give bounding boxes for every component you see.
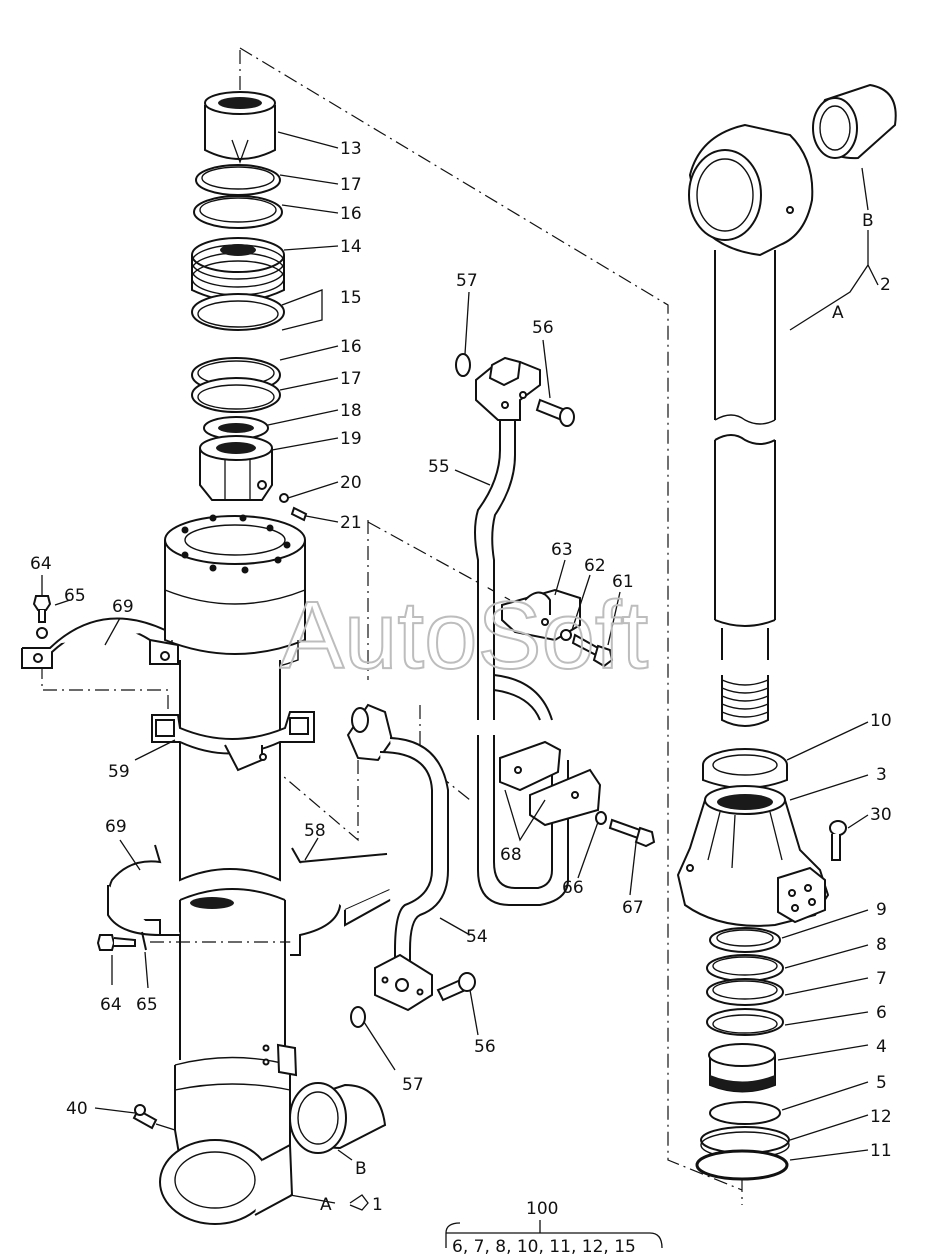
part-2-piston-rod — [688, 123, 814, 727]
part-65-washer-lower — [141, 931, 147, 951]
kit-contents: 6, 7, 8, 10, 11, 12, 15 — [452, 1237, 636, 1257]
part-19-nut — [199, 435, 273, 501]
callout-56: 56 — [532, 318, 554, 338]
part-3-rod-head — [676, 785, 830, 927]
leader-lines — [41, 131, 879, 1249]
part-66-washer — [595, 811, 607, 825]
part-65-washer-top — [36, 627, 48, 639]
callout-B: B — [355, 1159, 367, 1179]
callout-21: 21 — [340, 513, 362, 533]
part-13-bushing — [204, 91, 276, 164]
callout-55: 55 — [428, 457, 450, 477]
part-64-bolt-top — [32, 595, 52, 623]
callout-16: 16 — [340, 204, 362, 224]
part-4-bushing — [708, 1043, 776, 1093]
watermark: AutoSoft — [280, 582, 648, 689]
callout-18: 18 — [340, 401, 362, 421]
callout-19: 19 — [340, 429, 362, 449]
part-62-washer — [560, 629, 572, 641]
callout-A: A — [320, 1195, 332, 1215]
part-8-ring — [706, 954, 784, 982]
part-59-clamp — [151, 711, 315, 772]
part-64-bolt-lower — [96, 934, 136, 951]
callout-1: 1 — [372, 1195, 383, 1215]
part-56-bolt-lower — [436, 972, 476, 1002]
part-20-ball — [279, 493, 289, 503]
part-16-ring-top — [193, 195, 283, 229]
callout-62: 62 — [584, 556, 606, 576]
part-10-ring — [702, 748, 788, 789]
callout-13: 13 — [340, 139, 362, 159]
part-21-set-screw — [290, 506, 308, 522]
part-2-bushing — [812, 83, 897, 160]
callout-56: 56 — [474, 1037, 496, 1057]
callout-65: 65 — [136, 995, 158, 1015]
part-17-ring-top — [195, 164, 281, 196]
callout-64: 64 — [30, 554, 52, 574]
part-14-piston — [191, 237, 285, 302]
part-54-pipe — [346, 703, 449, 1012]
callout-58: 58 — [304, 821, 326, 841]
part-40-grease-fitting — [132, 1104, 176, 1131]
callout-54: 54 — [466, 927, 488, 947]
callout-B: B — [862, 211, 874, 231]
callout-9: 9 — [876, 900, 887, 920]
callout-17: 17 — [340, 369, 362, 389]
part-57-oring-lower — [350, 1006, 366, 1028]
callout-17: 17 — [340, 175, 362, 195]
part-57-oring-upper — [455, 353, 471, 377]
callout-20: 20 — [340, 473, 362, 493]
callout-63: 63 — [551, 540, 573, 560]
part-30-bolt — [829, 820, 847, 861]
callout-5: 5 — [876, 1073, 887, 1093]
part-11-ring — [695, 1149, 789, 1181]
callout-61: 61 — [612, 572, 634, 592]
callout-15: 15 — [340, 288, 362, 308]
callout-A: A — [832, 303, 844, 323]
callout-30: 30 — [870, 805, 892, 825]
callout-16: 16 — [340, 337, 362, 357]
callout-12: 12 — [870, 1107, 892, 1127]
callout-40: 40 — [66, 1099, 88, 1119]
callout-68: 68 — [500, 845, 522, 865]
part-17-ring-lower — [191, 377, 281, 413]
callout-59: 59 — [108, 762, 130, 782]
callout-4: 4 — [876, 1037, 887, 1057]
callout-69: 69 — [112, 597, 134, 617]
callout-11: 11 — [870, 1141, 892, 1161]
part-56-bolt-upper — [535, 398, 575, 427]
part-5-ring — [709, 1101, 781, 1125]
lower-band-clamp — [107, 844, 414, 956]
part-68-clamp — [499, 740, 602, 827]
part-12-ring — [700, 1126, 790, 1154]
callout-7: 7 — [876, 969, 887, 989]
callout-14: 14 — [340, 237, 362, 257]
part-7-ring — [706, 978, 784, 1006]
callout-69: 69 — [105, 817, 127, 837]
part-61-bolt — [571, 633, 614, 668]
part-6-ring — [706, 1008, 784, 1036]
callout-57: 57 — [402, 1075, 424, 1095]
part-63-clamp — [501, 588, 581, 642]
cylinder-tube — [159, 514, 306, 1225]
callout-67: 67 — [622, 898, 644, 918]
callout-6: 6 — [876, 1003, 887, 1023]
part-9-ring — [709, 927, 781, 953]
kit-number: 100 — [526, 1199, 558, 1219]
callout-10: 10 — [870, 711, 892, 731]
callout-64: 64 — [100, 995, 122, 1015]
part-15-ring — [191, 293, 285, 331]
upper-band-clamp — [21, 617, 179, 669]
callout-2: 2 — [880, 275, 891, 295]
callout-8: 8 — [876, 935, 887, 955]
part-67-bolt — [608, 818, 656, 848]
callout-66: 66 — [562, 878, 584, 898]
gland-parts-stack — [191, 91, 308, 522]
callout-labels: 13 17 16 14 15 16 17 18 19 20 21 64 65 6… — [30, 139, 892, 1257]
part-1-bushing — [289, 1082, 387, 1154]
callout-57: 57 — [456, 271, 478, 291]
callout-65: 65 — [64, 586, 86, 606]
callout-3: 3 — [876, 765, 887, 785]
